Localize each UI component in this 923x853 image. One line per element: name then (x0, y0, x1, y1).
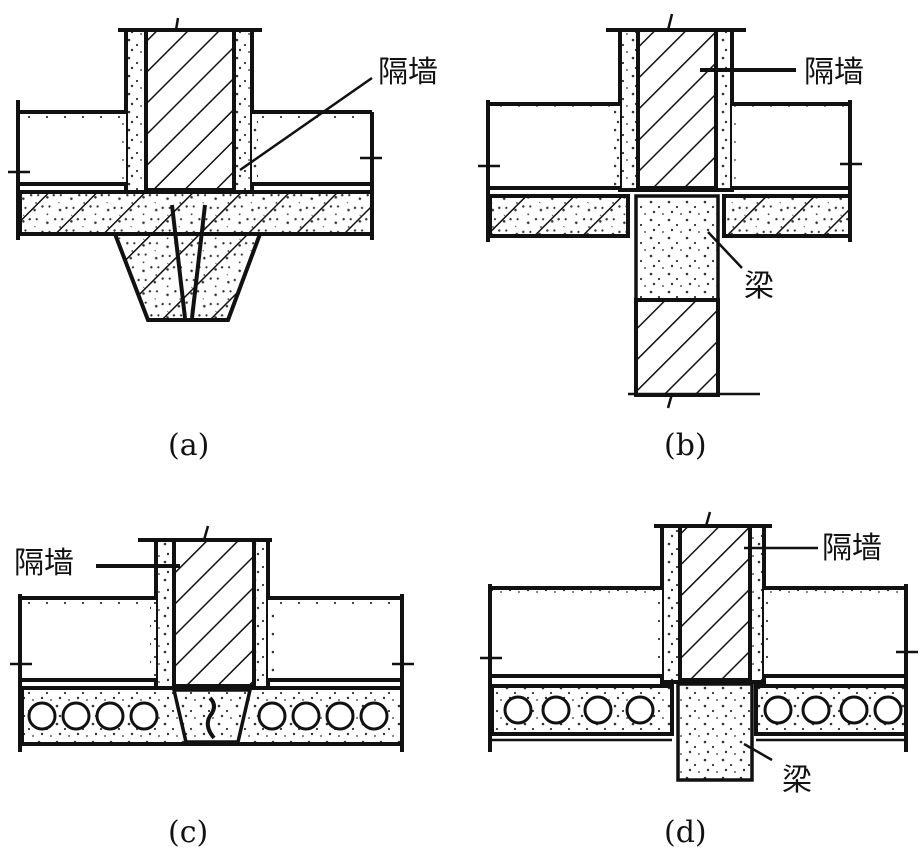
beam (634, 194, 720, 302)
floor-slab (18, 190, 374, 236)
floor-slab-left (488, 194, 630, 238)
partition-wall-label: 隔墙 (822, 531, 882, 566)
slab-cores-right (763, 695, 903, 725)
slab-cores-right (257, 701, 389, 731)
partition-wall (144, 28, 236, 192)
partition-wall (172, 538, 256, 688)
beam-label: 梁 (744, 269, 774, 304)
lower-wall (634, 298, 720, 397)
slab-rib (112, 232, 263, 322)
panel-c: 隔墙 (c) (10, 525, 414, 850)
wall-leader-line (239, 76, 373, 172)
caption-a: (a) (168, 428, 209, 463)
panel-a: 隔墙 (a) (8, 17, 438, 463)
beam-label: 梁 (782, 763, 812, 798)
beam-leader-line (743, 742, 773, 762)
beam (676, 682, 754, 782)
caption-d: (d) (664, 815, 707, 850)
partition-wall (636, 28, 718, 190)
partition-wall (678, 524, 752, 682)
caption-c: (c) (168, 815, 208, 850)
partition-wall-label: 隔墙 (14, 546, 74, 581)
panel-d: 隔墙 梁 (d) (480, 511, 918, 850)
beam-leader-line (707, 231, 743, 269)
partition-wall-label: 隔墙 (378, 55, 438, 90)
slab-cores-left (27, 701, 159, 731)
floor-slab-right (722, 194, 852, 238)
partition-wall-label: 隔墙 (804, 55, 864, 90)
caption-b: (b) (664, 428, 707, 463)
slab-cores-left (503, 695, 655, 725)
panel-b: 隔墙 梁 (b) (478, 13, 864, 463)
